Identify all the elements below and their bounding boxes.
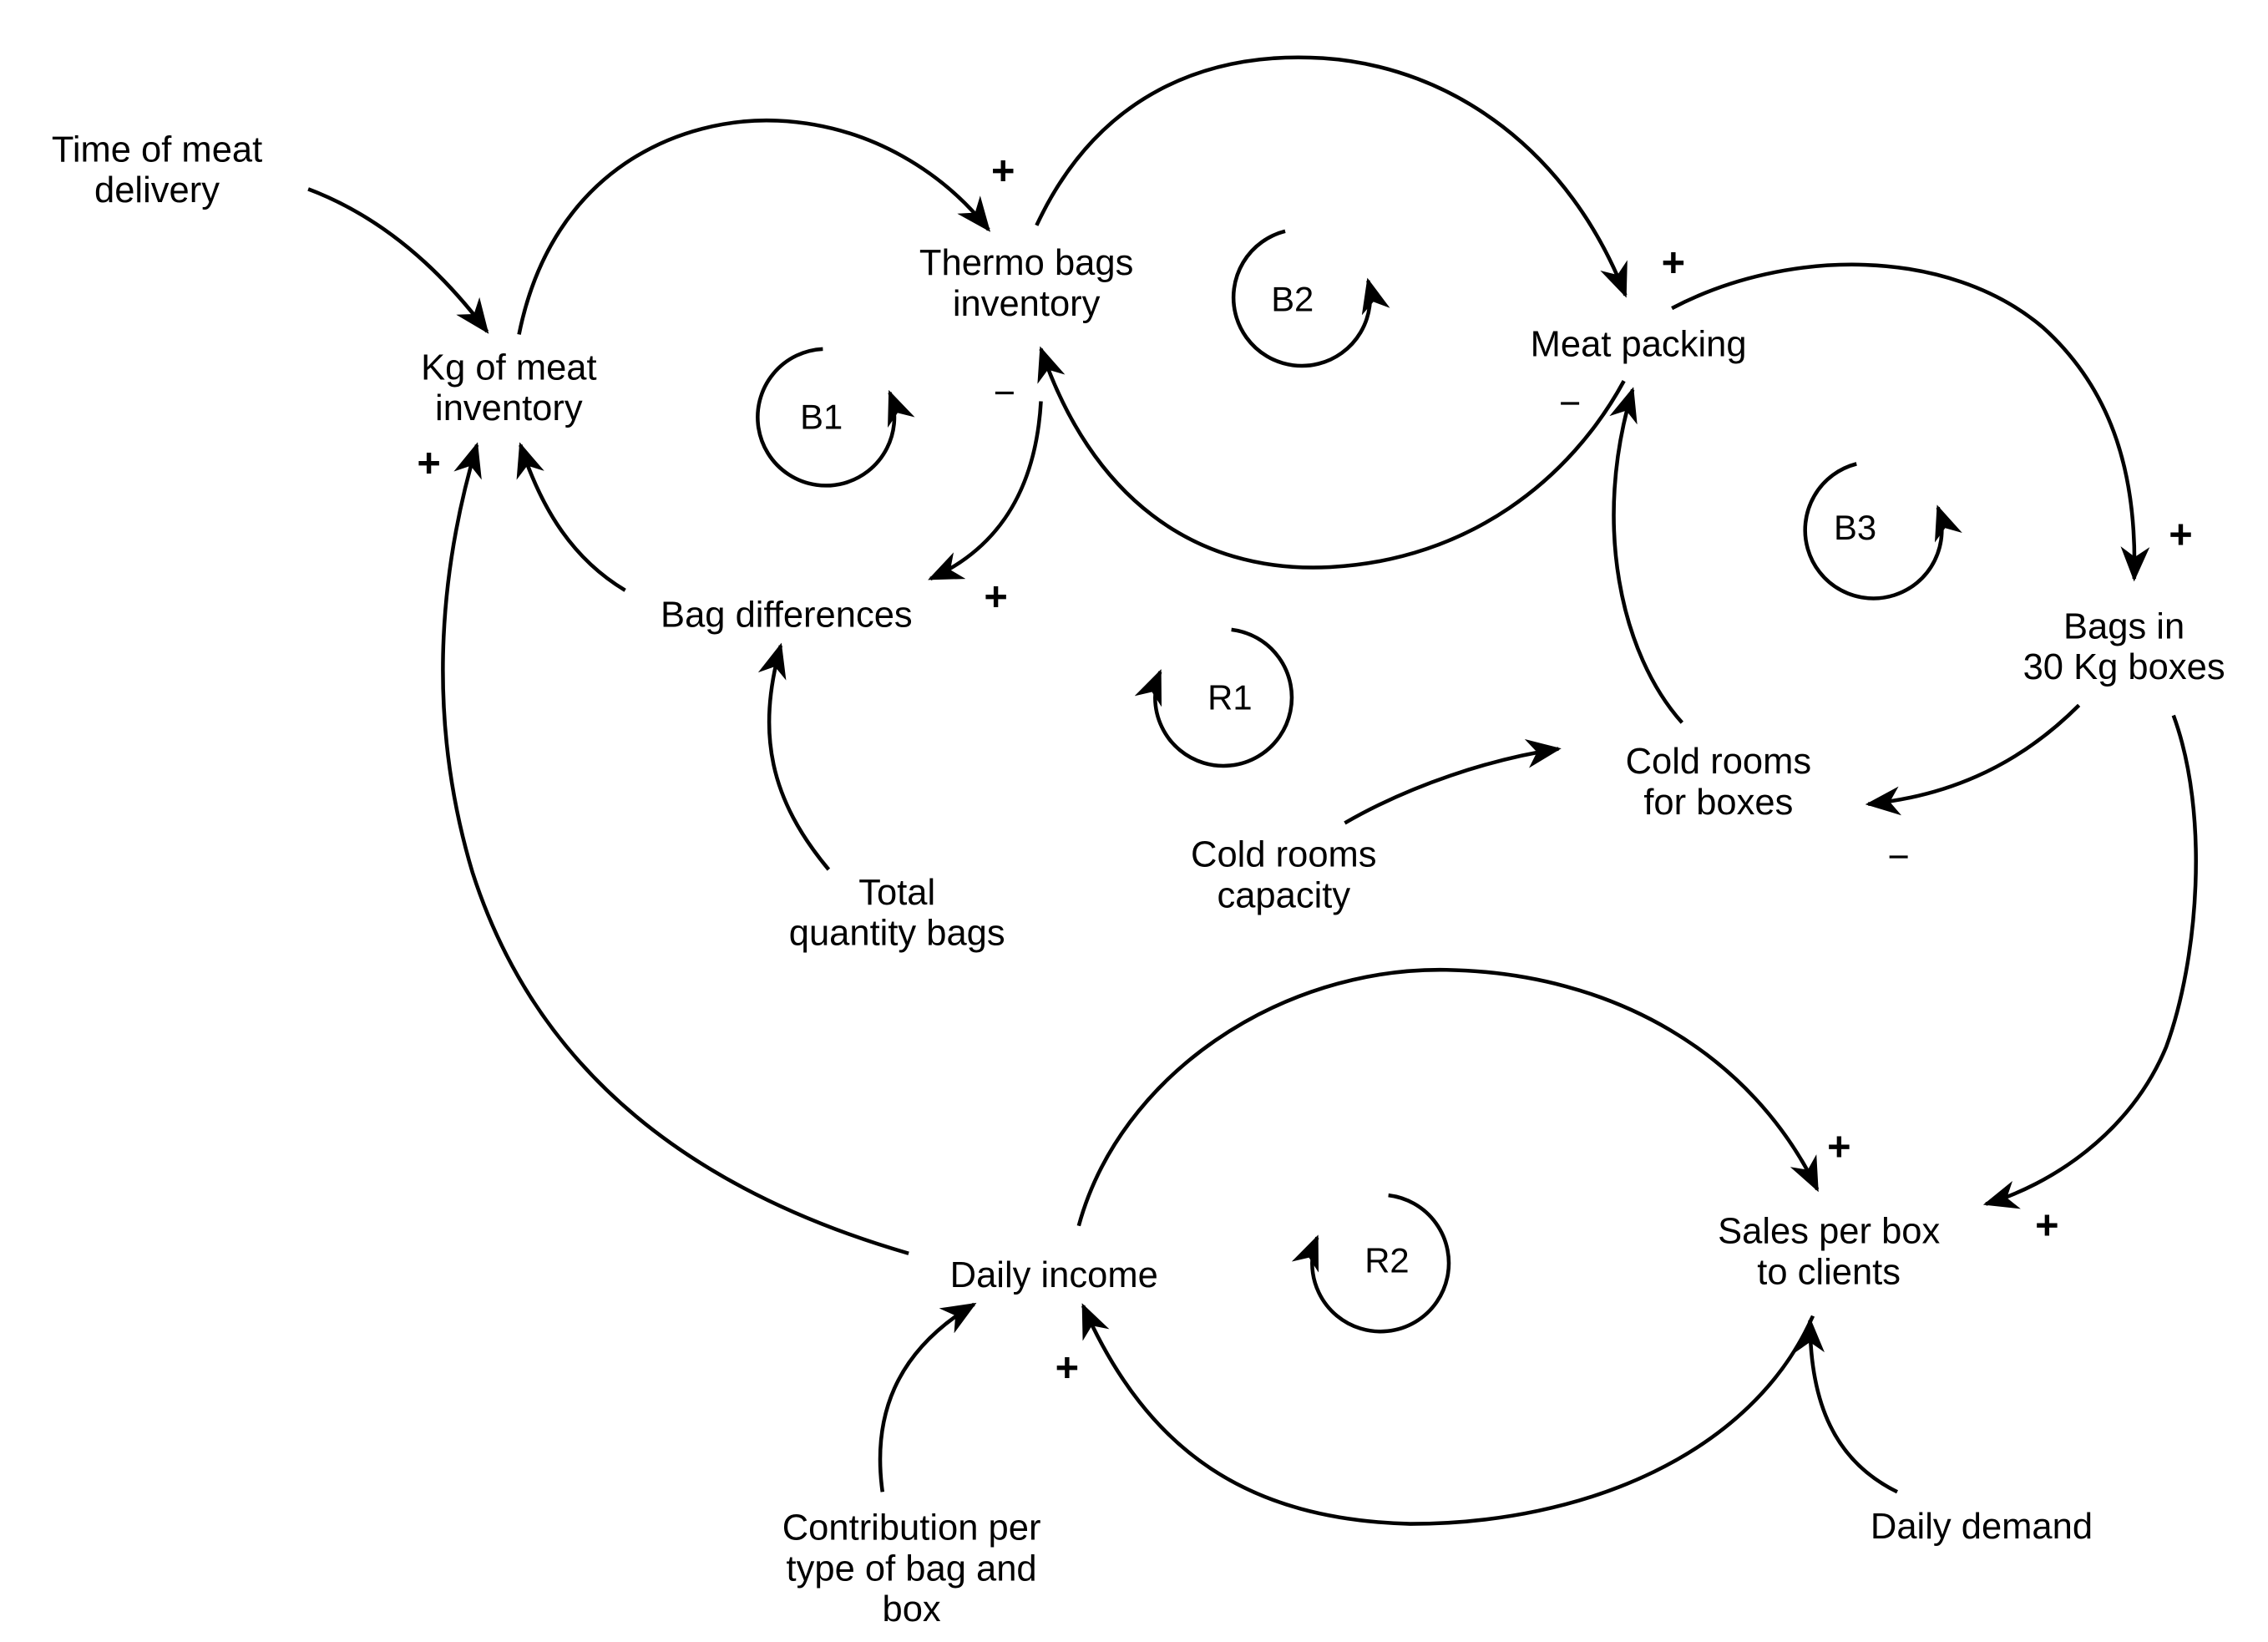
loop-b3-symbol xyxy=(1803,462,1962,601)
loop-label-r2: R2 xyxy=(1364,1241,1410,1281)
link-packing-to-thermo xyxy=(1037,346,1626,570)
loop-r1-symbol xyxy=(1134,627,1294,768)
link-coldrooms-to-packing xyxy=(1609,387,1684,724)
node-total-quantity-bags: Total quantity bags xyxy=(788,872,1005,955)
link-income-to-sales xyxy=(1076,967,1820,1227)
link-kg-to-thermo xyxy=(517,118,991,335)
polarity-minus-packing: − xyxy=(1559,381,1582,425)
link-contribution-to-income xyxy=(878,1302,977,1492)
link-packing-to-bags xyxy=(1671,262,2150,582)
node-daily-demand: Daily demand xyxy=(1870,1506,2093,1548)
loop-b1-symbol xyxy=(756,347,915,488)
link-total-to-bagdiff xyxy=(757,642,831,871)
polarity-plus-kg: + xyxy=(417,440,441,486)
loop-label-b1: B1 xyxy=(800,398,843,438)
link-bags-to-sales xyxy=(1982,714,2198,1209)
link-sales-to-income xyxy=(1081,1303,1815,1526)
link-thermo-to-bagdiff xyxy=(928,401,1043,580)
polarity-plus-sales-top: + xyxy=(1827,1123,1851,1169)
node-cold-rooms-for-boxes: Cold rooms for boxes xyxy=(1625,741,1812,824)
link-demand-to-sales xyxy=(1795,1317,1898,1494)
link-delivery-to-kg xyxy=(307,187,489,334)
node-kg-of-meat-inventory: Kg of meat inventory xyxy=(421,347,597,429)
link-bagdiff-to-kg xyxy=(516,442,626,592)
polarity-plus-bags: + xyxy=(2169,511,2193,557)
link-income-to-kg xyxy=(441,442,909,1255)
node-meat-packing: Meat packing xyxy=(1530,324,1747,365)
node-bags-in-30kg-boxes: Bags in 30 Kg boxes xyxy=(2022,606,2225,688)
link-bags-to-coldrooms xyxy=(1865,703,2081,816)
node-cold-rooms-capacity: Cold rooms capacity xyxy=(1191,834,1377,916)
loop-label-r1: R1 xyxy=(1207,679,1253,719)
node-bag-differences: Bag differences xyxy=(661,595,913,636)
link-capacity-to-coldrooms xyxy=(1344,739,1562,825)
loop-r2-symbol xyxy=(1291,1193,1451,1334)
node-sales-per-box: Sales per box to clients xyxy=(1718,1211,1941,1293)
loop-label-b3: B3 xyxy=(1833,509,1877,549)
node-contribution-per-type: Contribution per type of bag and box xyxy=(782,1508,1041,1630)
loop-label-b2: B2 xyxy=(1271,281,1314,321)
node-time-of-meat-delivery: Time of meat delivery xyxy=(51,129,263,211)
polarity-plus-sales-right: + xyxy=(2035,1202,2059,1248)
polarity-plus-income: + xyxy=(1055,1345,1080,1391)
polarity-minus-coldrooms: − xyxy=(1887,834,1910,879)
polarity-plus-thermo: + xyxy=(991,148,1015,194)
link-thermo-to-packing xyxy=(1035,55,1628,298)
polarity-plus-packing: + xyxy=(1661,240,1686,286)
loop-b2-symbol xyxy=(1231,229,1390,368)
polarity-minus-thermo: − xyxy=(993,370,1016,415)
polarity-plus-bagdiff: + xyxy=(984,574,1008,620)
node-daily-income: Daily income xyxy=(949,1254,1158,1296)
node-thermo-bags-inventory: Thermo bags inventory xyxy=(919,242,1134,325)
